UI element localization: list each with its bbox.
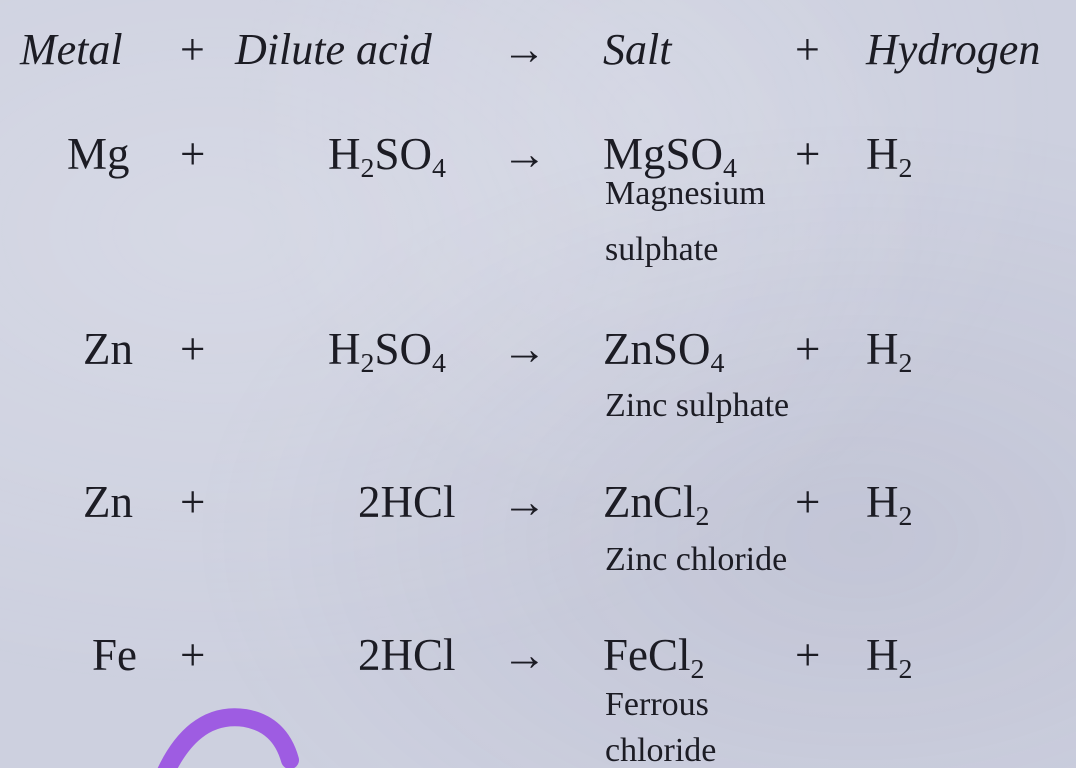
- reaction-hydrogen: H2: [866, 477, 913, 532]
- reaction-acid: 2HCl: [358, 630, 456, 680]
- reaction-salt: ZnSO4: [603, 324, 725, 379]
- reaction-plus: +: [180, 129, 206, 179]
- reaction-metal: Fe: [92, 630, 137, 680]
- watermark-mark: [157, 708, 299, 768]
- header-plus-2: +: [795, 25, 820, 74]
- reaction-metal: Zn: [83, 477, 133, 527]
- header-hydrogen: Hydrogen: [866, 25, 1041, 74]
- reaction-plus: +: [180, 477, 206, 527]
- reaction-plus-2: +: [795, 129, 821, 179]
- reaction-salt: MgSO4: [603, 129, 737, 184]
- salt-name-line-1: Zinc sulphate: [605, 387, 790, 424]
- header-salt: Salt: [603, 25, 672, 74]
- salt-name-line-2: chloride: [605, 732, 717, 768]
- reaction-plus-2: +: [795, 324, 821, 374]
- header-plus-1: +: [180, 25, 205, 74]
- reaction-arrow: →: [502, 630, 547, 680]
- reaction-hydrogen: H2: [866, 129, 913, 184]
- reaction-arrow: →: [502, 324, 547, 374]
- reaction-plus-2: +: [795, 477, 821, 527]
- reaction-salt: FeCl2: [603, 630, 705, 685]
- reaction-hydrogen: H2: [866, 630, 913, 685]
- reaction-salt: ZnCl2: [603, 477, 710, 532]
- header-metal: Metal: [20, 25, 123, 74]
- reaction-plus-2: +: [795, 630, 821, 680]
- reaction-plus: +: [180, 630, 206, 680]
- salt-name-line-1: Zinc chloride: [605, 541, 788, 578]
- salt-name-line-1: Magnesium: [605, 175, 766, 212]
- salt-name-line-1: Ferrous: [605, 686, 709, 723]
- reaction-acid: 2HCl: [358, 477, 456, 527]
- reaction-arrow: →: [502, 477, 547, 527]
- header-dilute-acid: Dilute acid: [235, 25, 432, 74]
- reaction-metal: Zn: [83, 324, 133, 374]
- reaction-hydrogen: H2: [866, 324, 913, 379]
- reaction-plus: +: [180, 324, 206, 374]
- reaction-acid: H2SO4: [328, 324, 446, 379]
- header-arrow: →: [502, 25, 546, 74]
- reaction-metal: Mg: [67, 129, 130, 179]
- reaction-arrow: →: [502, 129, 547, 179]
- salt-name-line-2: sulphate: [605, 231, 719, 268]
- reaction-acid: H2SO4: [328, 129, 446, 184]
